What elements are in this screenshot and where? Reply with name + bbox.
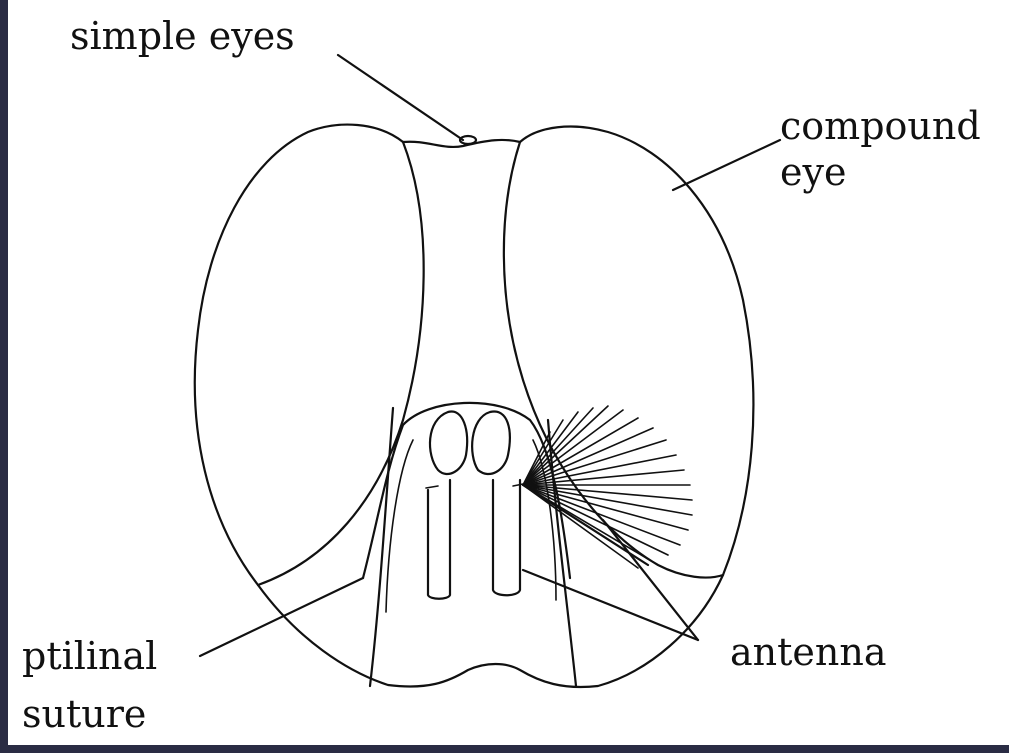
left-antenna-segment bbox=[428, 480, 450, 599]
left-antenna-base bbox=[430, 412, 467, 474]
leader-antenna-1 bbox=[523, 570, 698, 640]
right-compound-eye-border bbox=[504, 142, 723, 578]
label-compound-eye-line1: compound bbox=[780, 104, 981, 148]
right-antenna-tick bbox=[513, 484, 523, 486]
left-compound-eye-border bbox=[258, 142, 424, 585]
diagram-canvas: simple eyes compound eye ptilinal suture… bbox=[8, 0, 1009, 745]
leader-ptilinal-suture bbox=[200, 578, 363, 656]
right-antenna-segment bbox=[493, 480, 520, 595]
leader-compound-eye bbox=[673, 140, 780, 190]
face-right-side bbox=[548, 420, 576, 686]
label-antenna: antenna bbox=[730, 630, 887, 674]
label-ptilinal-line1: ptilinal bbox=[22, 634, 157, 678]
left-antenna-tick bbox=[426, 486, 438, 488]
right-antenna-base bbox=[472, 412, 510, 474]
label-compound-eye-line2: eye bbox=[780, 150, 846, 194]
label-ptilinal-line2: suture bbox=[22, 692, 146, 736]
leader-simple-eyes bbox=[338, 55, 463, 140]
label-simple-eyes: simple eyes bbox=[70, 14, 295, 58]
